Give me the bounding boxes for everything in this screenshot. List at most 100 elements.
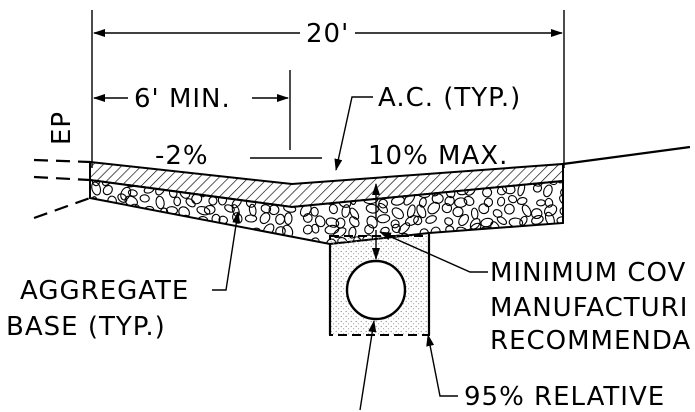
aggregate-stone bbox=[208, 196, 218, 206]
aggregate-stone bbox=[191, 193, 203, 205]
aggregate-stone bbox=[90, 206, 99, 218]
aggregate-stone bbox=[101, 180, 112, 186]
aggregate-stone bbox=[284, 212, 293, 225]
aggregate-stone bbox=[479, 237, 488, 244]
aggregate-stone bbox=[224, 204, 235, 213]
aggregate-stone bbox=[314, 215, 326, 228]
aggregate-stone bbox=[302, 213, 313, 223]
aggregate-stone bbox=[398, 222, 411, 235]
aggregate-stone bbox=[545, 227, 555, 237]
aggregate-stone bbox=[492, 233, 502, 244]
compaction-label: 95% RELATIVE bbox=[464, 382, 665, 412]
existing-grade-dash-1 bbox=[33, 158, 91, 164]
aggregate-stone bbox=[111, 238, 127, 244]
aggregate-stone bbox=[203, 204, 216, 215]
aggregate-stone bbox=[185, 198, 196, 208]
aggregate-label-line-2: BASE (TYP.) bbox=[6, 312, 166, 342]
aggregate-stone bbox=[547, 180, 558, 186]
aggregate-stone bbox=[492, 209, 503, 218]
aggregate-stone bbox=[463, 195, 475, 206]
aggregate-stone bbox=[516, 196, 528, 206]
aggregate-stone bbox=[496, 196, 506, 207]
ac-leader-line bbox=[334, 96, 373, 171]
aggregate-stone bbox=[102, 184, 113, 196]
aggregate-stone bbox=[390, 219, 400, 229]
aggregate-stone bbox=[196, 232, 205, 244]
pipe-circle bbox=[345, 259, 407, 321]
aggregate-stone bbox=[442, 239, 453, 244]
aggregate-stone bbox=[429, 233, 443, 244]
cover-label-line-1: MINIMUM COV bbox=[490, 258, 686, 288]
aggregate-stone bbox=[508, 194, 518, 204]
aggregate-stone bbox=[418, 197, 427, 208]
aggregate-stone bbox=[268, 204, 280, 216]
aggregate-stone bbox=[530, 208, 543, 220]
aggregate-stone bbox=[106, 235, 117, 244]
aggregate-stone bbox=[153, 227, 165, 235]
aggregate-stone bbox=[310, 206, 319, 217]
aggregate-stone bbox=[468, 238, 479, 244]
aggregate-stone bbox=[155, 195, 165, 210]
aggregate-stone bbox=[377, 202, 389, 214]
aggregate-stone bbox=[173, 196, 182, 207]
aggregate-stone bbox=[107, 224, 118, 236]
aggregate-stone bbox=[531, 215, 544, 225]
aggregate-stone bbox=[259, 212, 271, 225]
aggregate-stone bbox=[183, 237, 194, 244]
aggregate-stone bbox=[507, 228, 517, 238]
aggregate-stone bbox=[164, 217, 177, 228]
aggregate-stone bbox=[117, 193, 128, 203]
aggregate-stone bbox=[209, 227, 223, 238]
aggregate-stone bbox=[141, 228, 155, 238]
aggregate-stone bbox=[206, 236, 217, 244]
aggregate-stone bbox=[559, 206, 563, 217]
aggregate-stone bbox=[376, 214, 391, 224]
aggregate-leader-line bbox=[212, 211, 241, 291]
aggregate-stone bbox=[504, 203, 515, 215]
aggregate-stone bbox=[365, 203, 379, 214]
aggregate-stone bbox=[441, 203, 453, 214]
aggregate-stone bbox=[349, 216, 360, 228]
aggregate-stone bbox=[91, 181, 102, 196]
edge-of-pavement-label: EP bbox=[47, 111, 77, 145]
aggregate-stone bbox=[260, 204, 272, 214]
slope-left-label: -2% bbox=[155, 141, 209, 171]
aggregate-stone bbox=[496, 216, 508, 226]
aggregate-stone bbox=[519, 215, 528, 226]
aggregate-stone bbox=[107, 206, 116, 217]
aggregate-stone bbox=[145, 235, 157, 244]
aggregate-stone bbox=[544, 204, 558, 217]
aggregate-stone bbox=[234, 235, 248, 244]
aggregate-stone bbox=[196, 205, 211, 216]
aggregate-stone bbox=[413, 215, 423, 226]
aggregate-stone bbox=[274, 237, 288, 244]
aggregate-stone bbox=[244, 214, 258, 223]
aggregate-stone bbox=[325, 217, 340, 228]
aggregate-stone bbox=[559, 195, 563, 206]
aggregate-stone bbox=[285, 236, 297, 244]
aggregate-stone bbox=[444, 195, 455, 207]
cover-label-line-3: RECOMMENDA bbox=[490, 326, 691, 356]
aggregate-stone bbox=[302, 224, 313, 235]
cover-leader-line bbox=[379, 231, 488, 273]
ac-label: A.C. (TYP.) bbox=[378, 83, 521, 113]
aggregate-stone bbox=[427, 201, 441, 215]
aggregate-stone bbox=[114, 207, 128, 217]
aggregate-stone bbox=[142, 215, 154, 226]
cover-label-line-2: MANUFACTURI bbox=[490, 293, 688, 323]
aggregate-stone bbox=[255, 233, 267, 244]
aggregate-stone bbox=[496, 185, 508, 196]
aggregate-stone bbox=[444, 217, 454, 226]
aggregate-stone bbox=[521, 204, 532, 217]
aggregate-stone bbox=[416, 204, 427, 219]
aggregate-label-line-1: AGGREGATE bbox=[20, 276, 189, 306]
aggregate-stone bbox=[121, 223, 131, 238]
aggregate-stone bbox=[328, 203, 338, 215]
aggregate-stone bbox=[165, 226, 177, 235]
aggregate-stone bbox=[391, 207, 404, 220]
aggregate-stone bbox=[167, 235, 175, 244]
pipe-leader-line bbox=[359, 320, 377, 411]
aggregate-stone bbox=[519, 237, 534, 244]
slope-right-label: 10% MAX. bbox=[368, 141, 508, 171]
aggregate-stone bbox=[193, 222, 205, 238]
